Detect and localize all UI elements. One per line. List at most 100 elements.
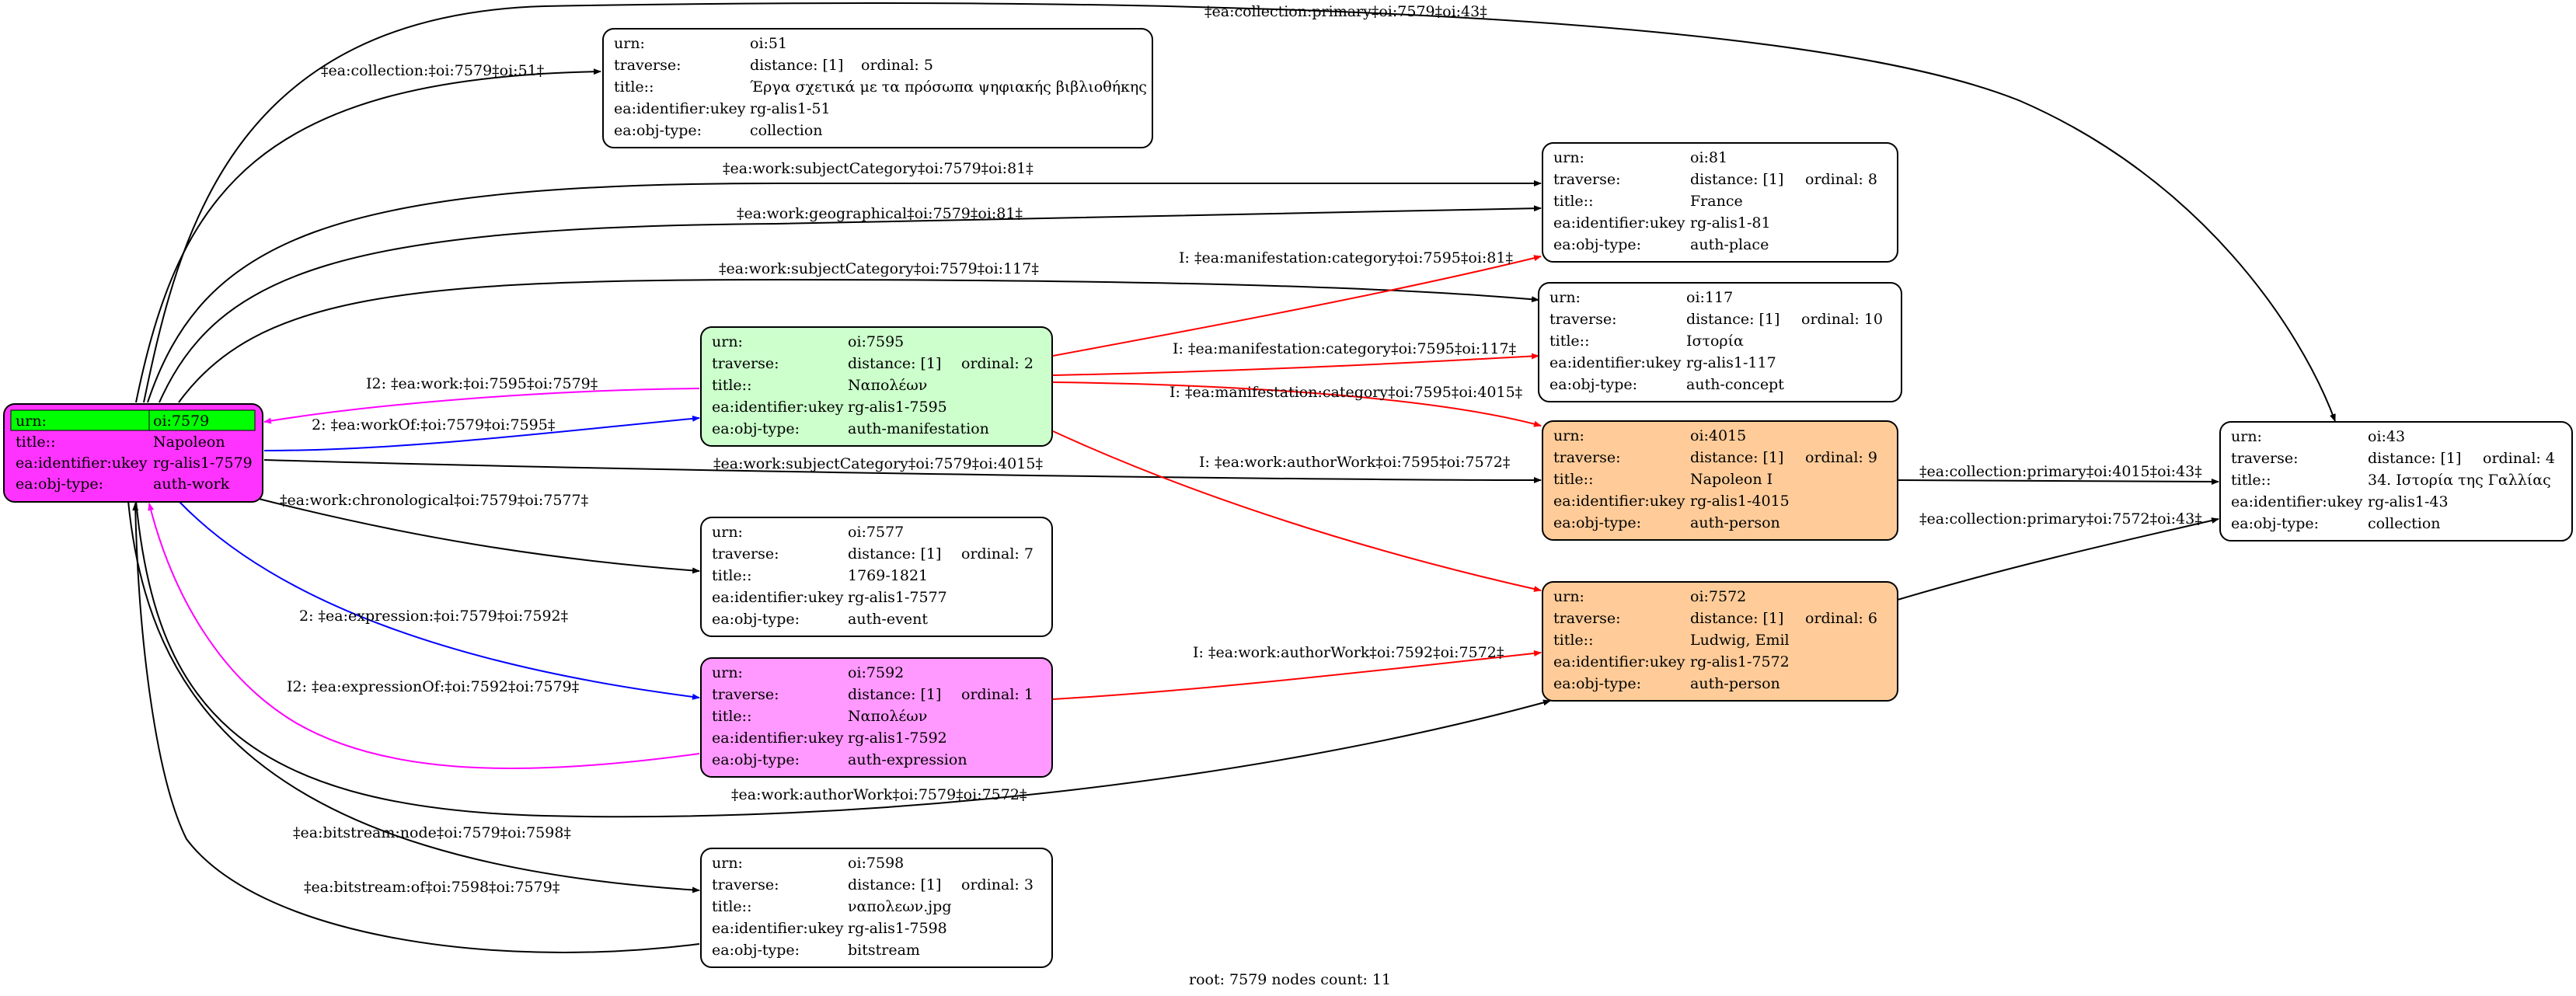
node-oi-7577[interactable]: urn: oi:7577 traverse: distance: [1] ord… — [700, 517, 1053, 637]
node-row-title-key: title:: — [712, 377, 751, 394]
node-oi-81[interactable]: urn: oi:81 traverse: distance: [1] ordin… — [1542, 142, 1898, 263]
node-box — [700, 517, 1053, 637]
node-row-ukey-key: ea:identifier:ukey — [1553, 653, 1685, 670]
node-row-type-value: collection — [2368, 515, 2441, 532]
node-row-ukey-key: ea:identifier:ukey — [712, 730, 844, 747]
node-row-title-key: title:: — [1553, 193, 1593, 210]
node-row-urn-value: oi:7592 — [848, 664, 904, 681]
node-row-title-key: title:: — [712, 567, 751, 584]
node-box — [1542, 581, 1898, 702]
node-row-traverse-key: traverse: — [614, 57, 681, 74]
node-row-title-value: 34. Ιστορία της Γαλλίας — [2368, 472, 2551, 489]
node-box — [2219, 421, 2573, 542]
node-box — [602, 28, 1153, 148]
node-box — [700, 326, 1053, 447]
node-row-title-value: Ναπολέων — [848, 708, 927, 725]
edge-label-i-authorwork-7595: I: ‡ea:work:authorWork‡oi:7595‡oi:7572‡ — [1199, 454, 1510, 471]
node-row-traverse-key: traverse: — [712, 545, 779, 562]
edge-label-subject-4015: ‡ea:work:subjectCategory‡oi:7579‡oi:4015… — [713, 455, 1043, 472]
node-row-distance: distance: [1] — [848, 686, 941, 703]
node-oi-7595[interactable]: urn: oi:7595 traverse: distance: [1] ord… — [700, 326, 1053, 447]
edge-label-subject-117: ‡ea:work:subjectCategory‡oi:7579‡oi:117‡ — [719, 260, 1039, 277]
node-row-ukey-value: rg-alis1-7598 — [848, 920, 947, 937]
node-row-traverse-key: traverse: — [1553, 171, 1621, 188]
node-oi-7592[interactable]: urn: oi:7592 traverse: distance: [1] ord… — [700, 657, 1053, 778]
node-row-ukey-value: rg-alis1-4015 — [1690, 493, 1790, 510]
node-row-distance: distance: [1] — [848, 876, 941, 893]
node-row-ordinal: ordinal: 2 — [961, 355, 1034, 372]
node-row-urn-key: urn: — [712, 524, 743, 541]
edge-label-bitstream-of: ‡ea:bitstream:of‡oi:7598‡oi:7579‡ — [304, 879, 559, 896]
edge-bitstream-of — [132, 503, 700, 953]
node-row-ordinal: ordinal: 6 — [1805, 610, 1877, 627]
node-box — [1538, 282, 1902, 402]
node-box — [700, 657, 1053, 778]
node-row-type-value: auth-person — [1690, 675, 1780, 692]
node-oi-7572[interactable]: urn: oi:7572 traverse: distance: [1] ord… — [1542, 581, 1898, 702]
node-row-type-key: ea:obj-type: — [712, 942, 800, 959]
node-row-title-value: France — [1690, 193, 1743, 210]
node-row-distance: distance: [1] — [2368, 450, 2461, 467]
node-row-urn-key: urn: — [16, 413, 47, 430]
node-row-type-value: auth-manifestation — [848, 420, 989, 437]
node-row-title-key: title:: — [712, 708, 751, 725]
node-row-urn-value: oi:7577 — [848, 524, 904, 541]
node-row-distance: distance: [1] — [848, 545, 941, 562]
node-row-type-value: auth-work — [153, 475, 230, 493]
edge-i-man-81 — [1052, 255, 1542, 357]
node-row-urn-key: urn: — [712, 664, 743, 681]
edge-i-authorwork-7595 — [1052, 430, 1542, 592]
node-row-title-value: Napoleon I — [1690, 471, 1773, 488]
node-row-title-value: Έργα σχετικά με τα πρόσωπα ψηφιακής βιβλ… — [750, 78, 1147, 96]
edge-label-subject-81: ‡ea:work:subjectCategory‡oi:7579‡oi:81‡ — [723, 160, 1034, 177]
node-row-urn-value: oi:7579 — [153, 413, 209, 430]
node-row-ordinal: ordinal: 1 — [961, 686, 1034, 703]
node-box — [700, 848, 1053, 968]
node-row-title-value: Napoleon — [153, 434, 225, 451]
node-oi-7598[interactable]: urn: oi:7598 traverse: distance: [1] ord… — [700, 848, 1053, 968]
node-oi-51[interactable]: urn: oi:51 traverse: distance: [1] ordin… — [602, 28, 1153, 148]
node-row-urn-value: oi:51 — [750, 35, 787, 52]
node-row-urn-value: oi:7598 — [848, 855, 904, 872]
node-row-type-value: auth-person — [1690, 514, 1780, 531]
node-row-ukey-key: ea:identifier:ukey — [1549, 354, 1682, 371]
edge-geographical-81 — [159, 205, 1542, 403]
edge-i2-work — [263, 388, 700, 424]
edge-label-collection-4015: ‡ea:collection:primary‡oi:4015‡oi:43‡ — [1919, 463, 2202, 480]
node-row-type-key: ea:obj-type: — [1553, 675, 1641, 692]
edge-subject-4015 — [263, 459, 1542, 483]
edge-label-geographical-81: ‡ea:work:geographical‡oi:7579‡oi:81‡ — [737, 205, 1023, 222]
edge-label-workof: 2: ‡ea:workOf:‡oi:7579‡oi:7595‡ — [312, 416, 555, 434]
node-row-type-key: ea:obj-type: — [712, 420, 800, 437]
edge-label-collection-primary-43: ‡ea:collection:primary‡oi:7579‡oi:43‡ — [1204, 3, 1487, 20]
edge-label-i-man-81: I: ‡ea:manifestation:category‡oi:7595‡oi… — [1179, 249, 1513, 266]
node-row-type-key: ea:obj-type: — [1553, 514, 1641, 531]
node-row-title-value: Ιστορία — [1686, 333, 1744, 350]
node-row-ukey-value: rg-alis1-7577 — [848, 589, 947, 606]
node-row-traverse-key: traverse: — [1553, 610, 1621, 627]
node-row-urn-key: urn: — [1553, 588, 1584, 605]
node-oi-43[interactable]: urn: oi:43 traverse: distance: [1] ordin… — [2219, 421, 2573, 542]
node-row-ukey-value: rg-alis1-7579 — [153, 454, 253, 472]
node-row-type-key: ea:obj-type: — [712, 751, 800, 768]
edge-expression — [178, 500, 700, 700]
node-row-traverse-key: traverse: — [2231, 450, 2299, 467]
node-row-ukey-value: rg-alis1-43 — [2368, 493, 2449, 510]
edge-collection-51 — [135, 68, 601, 403]
node-row-urn-value: oi:7595 — [848, 333, 904, 350]
node-oi-4015[interactable]: urn: oi:4015 traverse: distance: [1] ord… — [1542, 420, 1898, 541]
node-row-title-key: title:: — [1549, 333, 1589, 350]
node-row-ukey-value: rg-alis1-81 — [1690, 214, 1771, 232]
node-row-urn-key: urn: — [712, 333, 743, 350]
node-row-ukey-value: rg-alis1-117 — [1686, 354, 1776, 371]
node-oi-117[interactable]: urn: oi:117 traverse: distance: [1] ordi… — [1538, 282, 1902, 402]
node-oi-7579[interactable]: urn: oi:7579 title:: Napoleon ea:identif… — [3, 403, 263, 503]
node-row-urn-value: oi:7572 — [1690, 588, 1746, 605]
node-row-type-key: ea:obj-type: — [614, 122, 702, 139]
node-row-ordinal: ordinal: 3 — [961, 876, 1034, 893]
graph-footer: root: 7579 nodes count: 11 — [1189, 971, 1391, 988]
node-row-title-key: title:: — [1553, 471, 1593, 488]
node-row-distance: distance: [1] — [1690, 449, 1783, 466]
node-row-type-value: auth-expression — [848, 751, 967, 768]
